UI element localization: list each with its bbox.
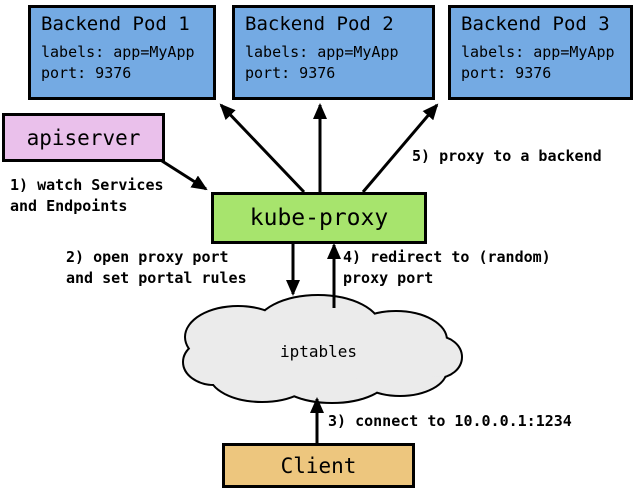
note-step-1-watch-services: 1) watch Services and Endpoints [10, 176, 164, 215]
backend-pod-2-box: Backend Pod 2 labels: app=MyApp port: 93… [232, 5, 435, 100]
pod-2-labels: labels: app=MyApp [245, 43, 399, 61]
backend-pod-3-box: Backend Pod 3 labels: app=MyApp port: 93… [448, 5, 633, 100]
pod-1-port: port: 9376 [41, 64, 132, 82]
note-step-3-connect: 3) connect to 10.0.0.1:1234 [328, 412, 572, 430]
arrow-kube-proxy-to-pod-3 [361, 103, 439, 193]
arrow-kube-proxy-to-pod-1 [219, 103, 306, 194]
apiserver-label: apiserver [26, 125, 141, 150]
pod-2-title: Backend Pod 2 [245, 13, 394, 35]
client-label: Client [280, 453, 357, 478]
iptables-cloud [182, 294, 463, 404]
note-step-4-redirect: 4) redirect to (random) proxy port [343, 248, 551, 287]
pod-2-port: port: 9376 [245, 64, 336, 82]
client-box: Client [222, 443, 415, 488]
arrow-apiserver-to-kube-proxy [161, 159, 208, 191]
kube-proxy-box: kube-proxy [211, 192, 427, 244]
apiserver-box: apiserver [2, 113, 165, 162]
pod-3-title: Backend Pod 3 [461, 13, 610, 35]
pod-3-labels: labels: app=MyApp [461, 43, 615, 61]
pod-3-port: port: 9376 [461, 64, 552, 82]
iptables-label: iptables [279, 342, 358, 361]
note-step-2-open-proxy-port: 2) open proxy port and set portal rules [66, 248, 247, 287]
pod-1-title: Backend Pod 1 [41, 13, 190, 35]
backend-pod-1-box: Backend Pod 1 labels: app=MyApp port: 93… [28, 5, 216, 100]
kube-proxy-label: kube-proxy [249, 205, 389, 231]
note-step-5-proxy-to-backend: 5) proxy to a backend [412, 147, 602, 165]
pod-1-labels: labels: app=MyApp [41, 43, 195, 61]
